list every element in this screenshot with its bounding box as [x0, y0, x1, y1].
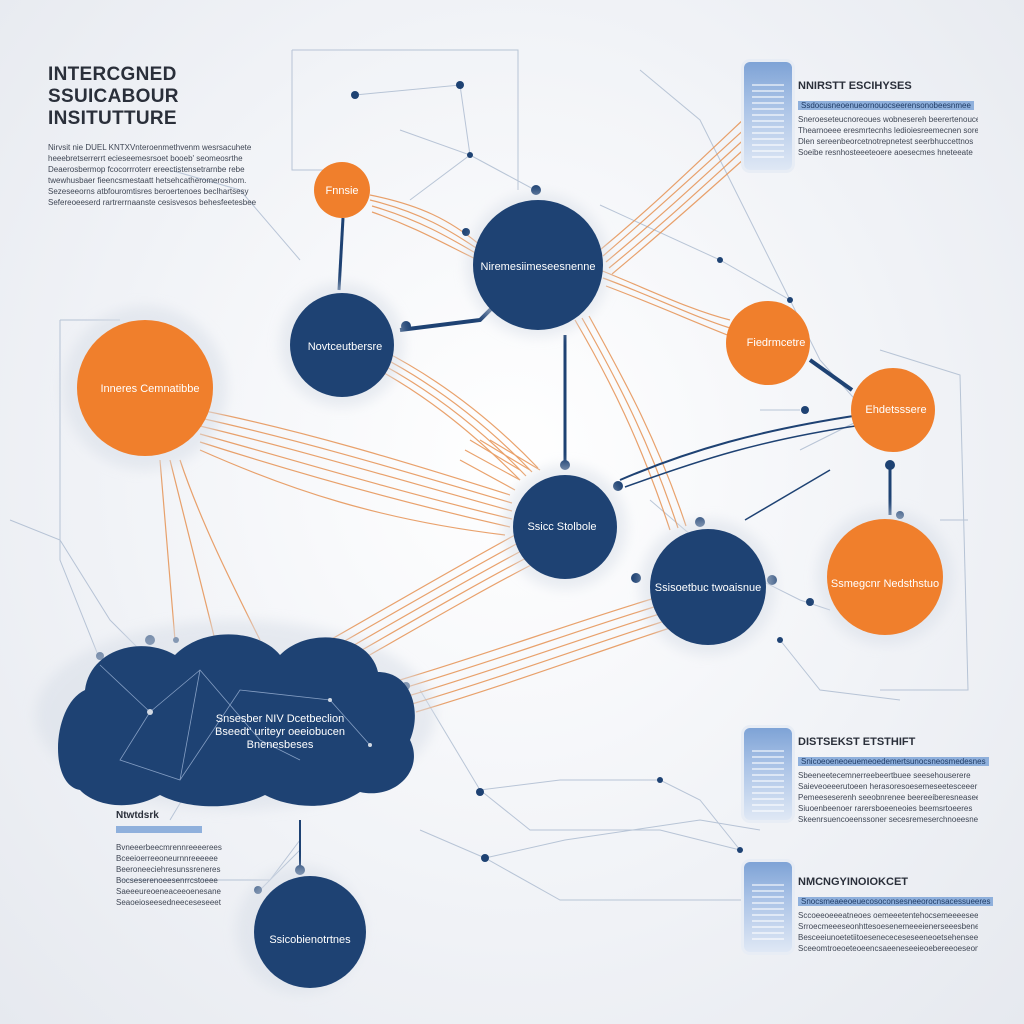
info-panel-mid-right: DISTSEKST ETSTHIFT Snicoeoeneoeuemeoedem… — [798, 736, 989, 825]
label-orange-right-lower: Ssmegcnr Nedsthstuo — [831, 578, 939, 590]
label-blue-center: Ssicc Stolbole — [527, 521, 596, 533]
label-orange-right-upper: Fiedrmcetre — [747, 337, 806, 349]
info-panel-top-right: NNIRSTT ESCIHYSES Ssdocusneoenueornouocs… — [798, 80, 978, 158]
panel-thumbnail-icon — [744, 862, 792, 952]
label-blue-center-right: Ssisoetbuc twoaisnue — [655, 582, 761, 594]
label-orange-left: Inneres Cemnatibbe — [100, 383, 199, 395]
panel-thumbnail-icon — [744, 62, 792, 170]
orange-nodes — [77, 162, 943, 635]
node-orange-small[interactable] — [314, 162, 370, 218]
desc-line: Sefereoeeserd rartrerrnaanste cesisvesos… — [48, 198, 257, 207]
panel-title: NMCNGYINOIOKCET — [798, 876, 908, 888]
panel-line: Thearnoeee eresmrtecnhs ledioiesreemecne… — [798, 126, 978, 135]
panel-subtitle-bar — [116, 826, 202, 833]
main-title: INTERCGNED SSUICABOUR INSITUTTURE — [48, 64, 288, 130]
desc-line: heeebretserrerrt ecieseemesrsoet booeb' … — [48, 154, 243, 163]
panel-line: Bvneeerbeecmrennreeeerees — [116, 843, 222, 852]
label-blue-bottom: Ssicobienotrtnes — [269, 934, 351, 946]
panel-thumbnail-icon — [744, 728, 792, 820]
navy-nodes — [58, 200, 766, 988]
panel-title: DISTSEKST ETSTHIFT — [798, 736, 916, 748]
orange-wire-bundles — [159, 117, 755, 713]
panel-line: Soeibe resnhosteeeteoere aoesecmes hnete… — [798, 148, 973, 157]
panel-title: NNIRSTT ESCIHYSES — [798, 80, 912, 92]
panel-title: Ntwtdsrk — [116, 810, 159, 821]
node-blue-bottom[interactable] — [254, 876, 366, 988]
cloud-mini-network — [99, 664, 372, 781]
panel-line: Siuoenbeenoer rarersboeeneoies beemsrtoe… — [798, 804, 973, 813]
node-blue-center-right[interactable] — [650, 529, 766, 645]
node-cloud[interactable] — [58, 634, 415, 807]
main-title-line-1: INTERCGNED SSUICABOUR — [48, 64, 179, 107]
desc-line: Deaerosbermop fcocorrroterr ereectistens… — [48, 165, 245, 174]
info-panel-bottom-right: NMCNGYINOIOKCET Snocsmeaeeoeuecosoconses… — [798, 876, 994, 954]
panel-line: Dlen sereenbeorcetnotrepnetest seerbhucc… — [798, 137, 974, 146]
title-description: Nirvsit nie DUEL KNTXVnteroenmethvenm we… — [48, 142, 288, 208]
main-title-line-2: INSITUTTURE — [48, 108, 177, 129]
panel-line: Saeeeureoeneaceeoenesane — [116, 887, 221, 896]
node-labels: Fnnsie Inneres Cemnatibbe Niremesiimesee… — [100, 185, 939, 946]
desc-line: Nirvsit nie DUEL KNTXVnteroenmethvenm we… — [48, 143, 252, 152]
panel-line: Sneroeseteucnoreoues wobnesereh beererte… — [798, 115, 978, 124]
node-orange-left[interactable] — [77, 320, 213, 456]
node-orange-right-mid[interactable] — [851, 368, 935, 452]
title-block: INTERCGNED SSUICABOUR INSITUTTURE Nirvsi… — [48, 64, 288, 208]
panel-subtitle: Snocsmeaeeoeuecosoconsesneeorocnsacessue… — [798, 897, 994, 906]
navy-links — [299, 217, 892, 870]
panel-line: Sccoeeoeeeatneoes oemeeetentehocsemeeees… — [798, 911, 978, 920]
panel-line: Bceeioerreeoneurnnreeeeee — [116, 854, 218, 863]
panel-line: Sceeomtroeoeteoeencsaeeneseeieoebereeoes… — [798, 944, 978, 953]
label-orange-right-mid: Ehdetsssere — [865, 404, 926, 416]
label-blue-center-top: Niremesiimeseesnenne — [481, 261, 596, 273]
panel-line: Saieveoeeerutoeen herasoresoesemeseetesc… — [798, 782, 978, 791]
label-cloud-line-1: Snsesber NIV Dcetbeclion — [216, 713, 344, 725]
label-cloud-line-3: Bnenesbeses — [247, 739, 314, 751]
node-blue-center-top[interactable] — [473, 200, 603, 330]
node-orange-right-lower[interactable] — [827, 519, 943, 635]
panel-line: Skeenrsuencoeenssoner secesremeserchnoee… — [798, 815, 978, 824]
node-blue-left[interactable] — [290, 293, 394, 397]
panel-line: Beeroneeciehresunssreneres — [116, 865, 221, 874]
label-blue-left: Novtceutbersre — [308, 341, 383, 353]
node-blue-center[interactable] — [513, 475, 617, 579]
label-orange-small: Fnnsie — [325, 185, 358, 197]
panel-line: Srroecmeeeseonhttesoesenemeeeienerseeesb… — [798, 922, 978, 931]
desc-line: twewhusbaer fieencsmestaatt hetsehcather… — [48, 176, 247, 185]
info-panel-bottom-left: Ntwtdsrk Bvneeerbeecmrennreeeerees Bceei… — [116, 810, 226, 908]
desc-line: Sezeseeorns atbfouromtisres beroertenoes… — [48, 187, 249, 196]
panel-subtitle: Snicoeoeneoeuemeoedemertsunocsneosmedesn… — [798, 757, 989, 766]
panel-line: Bocseserenoeesenrrcstoeee — [116, 876, 218, 885]
label-cloud-line-2: Bseedt' uriteyr oeeiobucen — [215, 726, 345, 738]
panel-line: Besceeiunoetetiitoesenececeseseeneoetseh… — [798, 933, 978, 942]
panel-line: Seaoeioseesedneeceseseeet — [116, 898, 221, 907]
node-orange-right-upper[interactable] — [726, 301, 810, 385]
panel-line: Sbeeneetecemnerreebeertbuee seesehousere… — [798, 771, 971, 780]
panel-subtitle: Ssdocusneoenueornouocseerensonobeesnmee — [798, 101, 974, 110]
panel-line: Pemeeseserenh seeobnrenee beereeiberesne… — [798, 793, 978, 802]
